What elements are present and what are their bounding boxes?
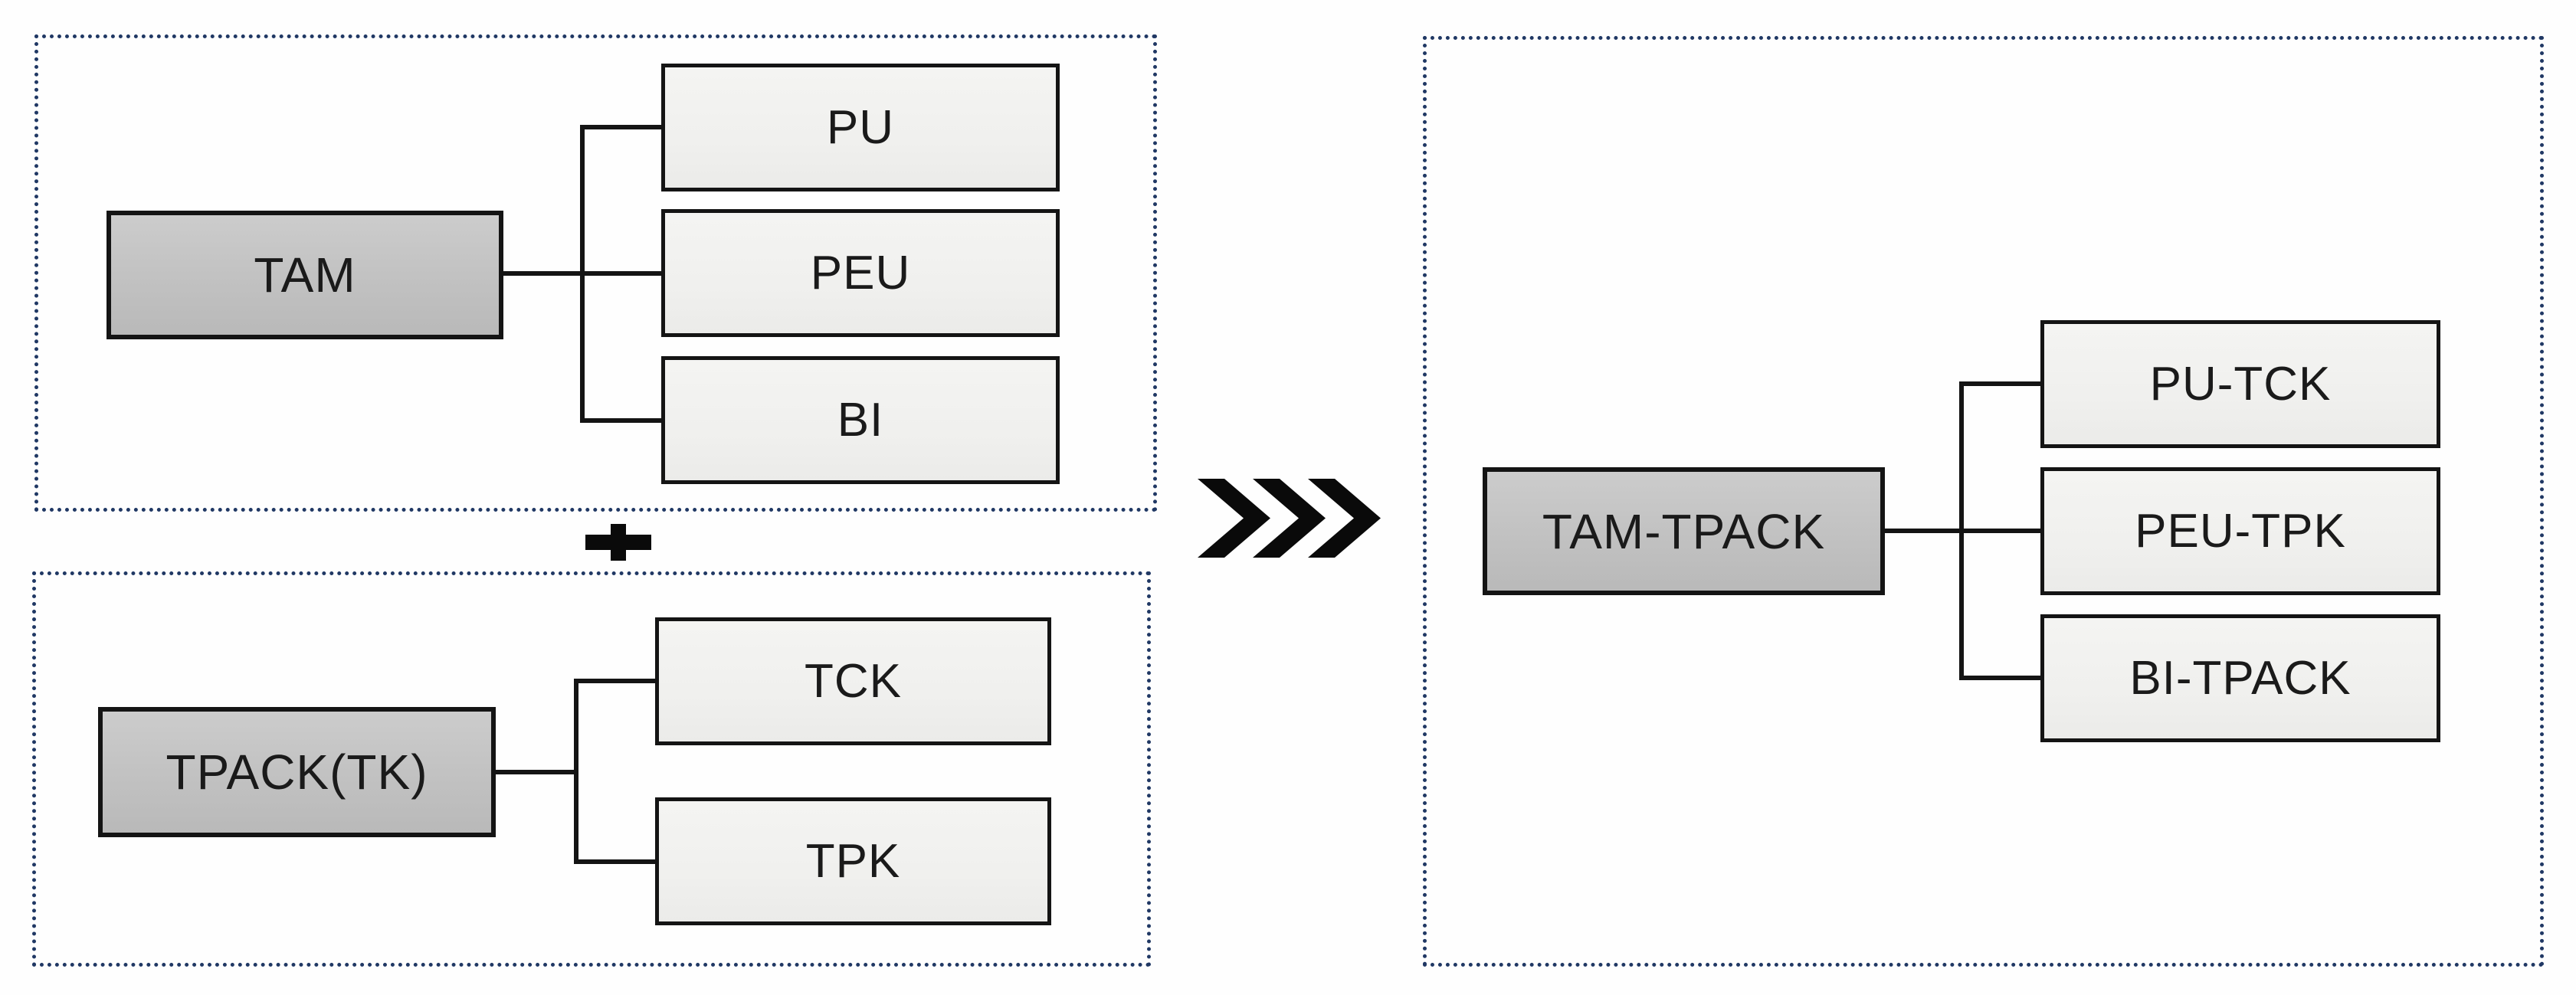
connector-tam-pu [580, 125, 661, 129]
node-tam: TAM [107, 211, 503, 339]
result-model-panel [1423, 36, 2544, 967]
node-bi-label: BI [837, 394, 884, 447]
node-bi: BI [661, 356, 1060, 484]
node-pu-label: PU [826, 101, 895, 154]
node-peu-label: PEU [810, 247, 911, 299]
node-bi-tpack: BI-TPACK [2040, 614, 2440, 742]
connector-tpack-tck [574, 679, 655, 683]
node-tam-label: TAM [254, 247, 356, 303]
node-tam-tpack: TAM-TPACK [1483, 467, 1885, 595]
node-tpack-tk-label: TPACK(TK) [166, 745, 428, 800]
connector-tam-bi [580, 418, 661, 423]
node-peu: PEU [661, 209, 1060, 337]
node-tpk-label: TPK [805, 835, 901, 888]
connector-tpack-tpk [574, 859, 655, 864]
connector-tam-trunk [580, 125, 585, 423]
node-bi-tpack-label: BI-TPACK [2129, 652, 2352, 705]
node-pu: PU [661, 64, 1060, 191]
node-tck: TCK [655, 617, 1051, 745]
connector-tpack-trunk [574, 679, 578, 864]
plus-icon [585, 524, 651, 561]
node-peu-tpk-label: PEU-TPK [2135, 505, 2346, 558]
connector-result-putck [1959, 381, 2040, 386]
node-tam-tpack-label: TAM-TPACK [1542, 503, 1826, 559]
node-pu-tck-label: PU-TCK [2149, 358, 2332, 411]
connector-result-bitpack [1959, 676, 2040, 680]
triple-chevron-right-icon [1198, 479, 1381, 558]
tpack-model-panel [32, 571, 1151, 967]
node-pu-tck: PU-TCK [2040, 320, 2440, 448]
node-peu-tpk: PEU-TPK [2040, 467, 2440, 595]
node-tck-label: TCK [805, 655, 902, 708]
tam-model-panel [34, 34, 1157, 512]
connector-tpack-main [494, 770, 578, 774]
node-tpk: TPK [655, 797, 1051, 925]
node-tpack-tk: TPACK(TK) [98, 707, 496, 837]
connector-result-trunk [1959, 381, 1964, 680]
